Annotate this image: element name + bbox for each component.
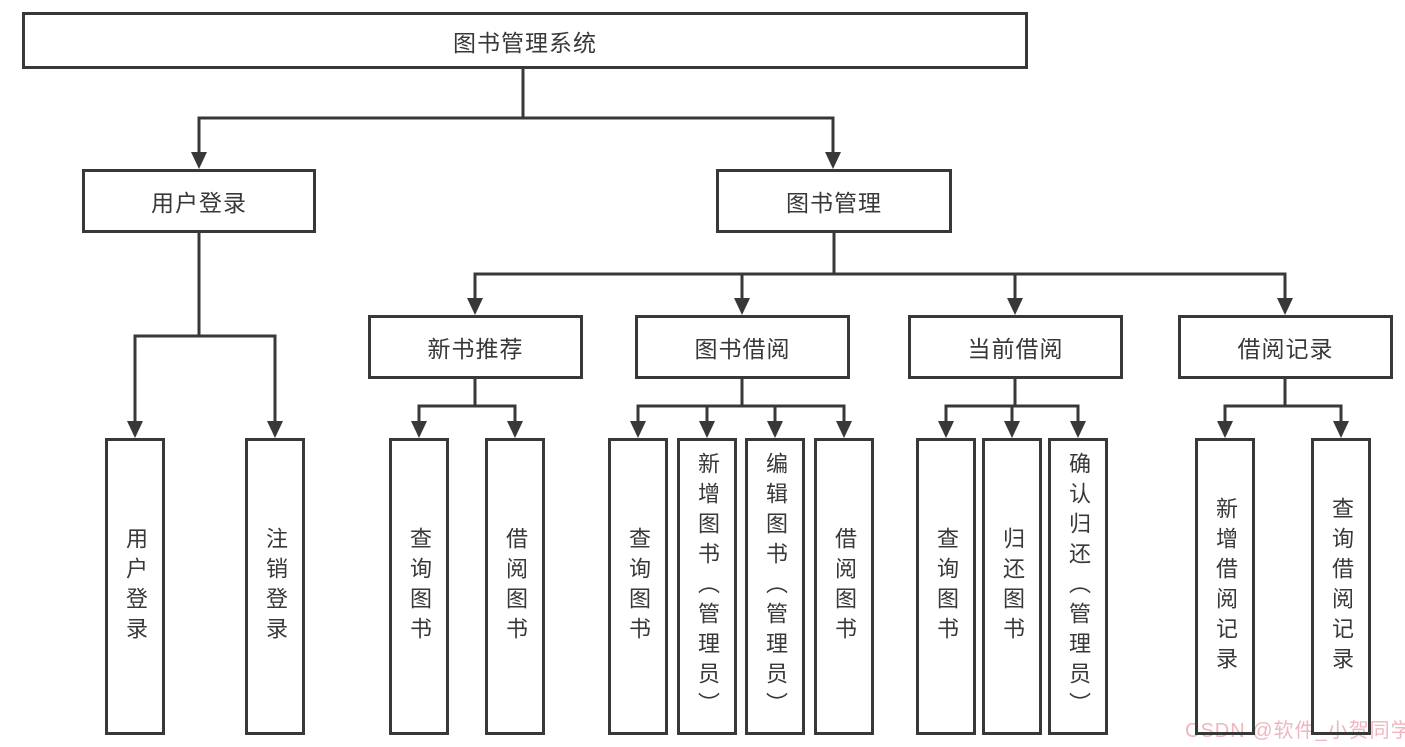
leaf-label: 新增图书（管理员） — [695, 451, 720, 722]
connector-user-login — [133, 231, 277, 425]
leaf-label: 编辑图书（管理员） — [763, 451, 788, 722]
leaf-add-borrow-record: 新增借阅记录 — [1195, 438, 1255, 735]
node-label: 图书借阅 — [694, 336, 791, 362]
connector-root — [197, 67, 835, 156]
node-book-management: 图书管理 — [716, 169, 952, 233]
node-label: 图书管理系统 — [453, 29, 597, 56]
leaf-query-borrow-record: 查询借阅记录 — [1311, 438, 1371, 735]
leaf-label: 借阅图书 — [832, 526, 857, 647]
leaf-label: 归还图书 — [1000, 526, 1025, 647]
leaf-label: 查询图书 — [407, 526, 432, 647]
arrowheads — [127, 152, 1349, 438]
node-current-borrow: 当前借阅 — [908, 315, 1123, 379]
leaf-user-login: 用户登录 — [105, 438, 165, 735]
leaf-label: 查询借阅记录 — [1329, 496, 1354, 677]
connector-book-mgmt — [473, 231, 1287, 302]
node-label: 当前借阅 — [967, 336, 1064, 362]
leaf-label: 查询图书 — [934, 526, 959, 647]
node-label: 新书推荐 — [427, 336, 524, 362]
leaf-logout-login: 注销登录 — [245, 438, 305, 735]
watermark: CSDN @软件_小贺同学 — [1185, 720, 1405, 742]
node-label: 借阅记录 — [1237, 336, 1334, 362]
connector-borrow-records — [1223, 377, 1343, 425]
node-user-login: 用户登录 — [82, 169, 316, 233]
leaf-label: 确认归还（管理员） — [1066, 451, 1091, 722]
node-borrow-records: 借阅记录 — [1178, 315, 1393, 379]
leaf-return-books: 归还图书 — [982, 438, 1042, 735]
leaf-query-books-current: 查询图书 — [916, 438, 976, 735]
connector-book-borrow — [636, 377, 846, 425]
leaf-label: 用户登录 — [123, 526, 148, 647]
leaf-borrow-books-recommend: 借阅图书 — [485, 438, 545, 735]
leaf-label: 查询图书 — [626, 526, 651, 647]
leaf-label: 借阅图书 — [503, 526, 528, 647]
leaf-edit-books-admin: 编辑图书（管理员） — [745, 438, 805, 735]
leaf-borrow-books: 借阅图书 — [814, 438, 874, 735]
leaf-query-books-borrow: 查询图书 — [608, 438, 668, 735]
node-label: 图书管理 — [786, 190, 882, 216]
leaf-query-books-recommend: 查询图书 — [389, 438, 449, 735]
leaf-label: 新增借阅记录 — [1213, 496, 1238, 677]
connector-new-books — [417, 377, 517, 425]
leaf-confirm-return-admin: 确认归还（管理员） — [1048, 438, 1108, 735]
node-root-library-system: 图书管理系统 — [22, 12, 1028, 69]
leaf-add-books-admin: 新增图书（管理员） — [677, 438, 737, 735]
leaf-label: 注销登录 — [263, 526, 288, 647]
node-new-book-recommend: 新书推荐 — [368, 315, 583, 379]
node-label: 用户登录 — [151, 190, 247, 216]
connector-current-borrow — [944, 377, 1080, 425]
node-book-borrow: 图书借阅 — [635, 315, 850, 379]
